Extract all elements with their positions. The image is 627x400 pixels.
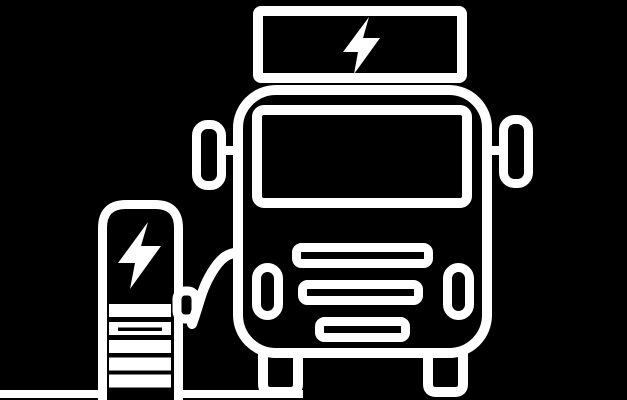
grille — [292, 243, 433, 342]
battery-stripe-slit — [118, 327, 162, 331]
battery-stripe — [109, 304, 171, 317]
charging-cable — [187, 247, 248, 329]
right-headlight — [443, 263, 474, 320]
battery-stripe — [109, 374, 171, 388]
windshield — [252, 105, 472, 208]
right-mirror-arm — [489, 146, 501, 155]
battery-stripe — [109, 340, 171, 353]
left-mirror — [192, 120, 226, 190]
left-headlight — [252, 263, 283, 320]
roof-sign-lightning-bolt-icon — [343, 17, 380, 74]
left-mirror-arm — [224, 146, 236, 155]
right-mirror — [499, 115, 533, 188]
grille-bar-bottom — [315, 317, 410, 342]
station-battery-stripes — [109, 304, 171, 388]
battery-stripe — [109, 357, 171, 371]
grille-bar-middle — [298, 280, 423, 305]
station-lightning-bolt-icon — [118, 222, 161, 289]
grille-bar-top — [292, 243, 433, 268]
